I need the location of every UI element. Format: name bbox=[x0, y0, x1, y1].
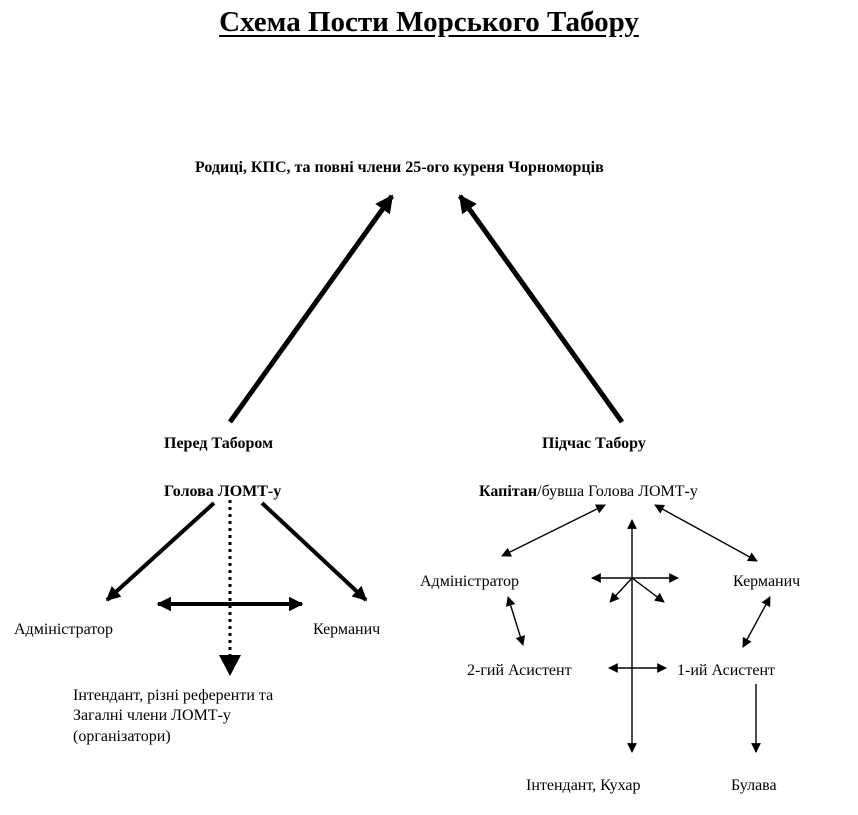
arrow-head-to-helmsman bbox=[260, 501, 368, 602]
during-camp-assistant-1-node: 1-ий Асистент bbox=[677, 662, 776, 679]
before-camp-heading: Перед Табором bbox=[164, 435, 273, 452]
arrow-cross-down-left bbox=[609, 577, 633, 603]
during-camp-heading: Підчас Табору bbox=[542, 435, 646, 452]
during-camp-bottom-right-node: Булава bbox=[731, 777, 777, 794]
arrow-helmsman-assistant-1 bbox=[742, 596, 771, 648]
arrow-during-to-top bbox=[457, 194, 625, 424]
before-camp-bottom-line-2: Загалні члени ЛОМТ-у bbox=[73, 707, 231, 724]
during-camp-assistant-2-node: 2-гий Асистент bbox=[467, 662, 572, 679]
during-camp-helmsman-node: Керманич bbox=[733, 573, 801, 590]
arrow-before-to-top bbox=[227, 194, 395, 424]
during-camp-head-rest: /бувша Голова ЛОМТ-у bbox=[537, 483, 698, 500]
before-camp-bottom-line-1: Інтендант, різні референти та bbox=[73, 687, 274, 704]
during-camp-head-node: Капітан/бувша Голова ЛОМТ-у bbox=[479, 482, 698, 501]
during-camp-bottom-left-node: Інтендант, Кухар bbox=[526, 777, 641, 794]
arrow-head-to-administrator bbox=[105, 501, 216, 602]
during-camp-administrator-node: Адміністратор bbox=[420, 573, 520, 590]
before-camp-head-node: Голова ЛОМТ-у bbox=[164, 483, 282, 500]
arrow-administrator-assistant-2 bbox=[505, 596, 526, 646]
arrow-head-to-staff-tip bbox=[219, 655, 241, 676]
before-camp-helmsman-node: Керманич bbox=[313, 621, 381, 638]
arrow-captain-administrator bbox=[501, 504, 606, 557]
arrow-cross-down-right bbox=[631, 577, 665, 603]
arrow-captain-helmsman bbox=[654, 504, 758, 562]
before-camp-administrator-node: Адміністратор bbox=[14, 621, 114, 638]
top-node-label: Родиці, КПС, та повні члени 25-ого курен… bbox=[195, 159, 604, 176]
during-camp-head-bold: Капітан bbox=[479, 483, 538, 500]
before-camp-bottom-line-3: (організатори) bbox=[73, 728, 171, 745]
page-title: Схема Пости Морського Табору bbox=[219, 6, 639, 38]
